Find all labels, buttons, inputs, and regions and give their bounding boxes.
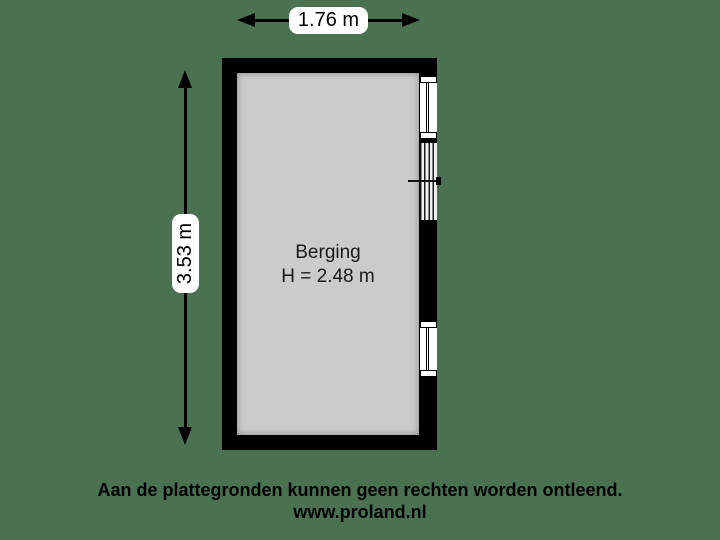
window-glass-lines — [426, 327, 429, 371]
footer-disclaimer: Aan de plattegronden kunnen geen rechten… — [97, 480, 623, 500]
window-glass-lines — [426, 82, 429, 133]
window-top — [420, 75, 437, 140]
width-dimension-text: 1.76 m — [297, 9, 360, 31]
window-frame-cap — [420, 132, 437, 139]
room-label: Berging H = 2.48 m — [237, 241, 419, 289]
footer-website: www.proland.nl — [293, 502, 427, 522]
width-dimension-label: 1.76 m — [289, 7, 368, 34]
arrow-left-icon — [237, 13, 255, 27]
room-name: Berging — [295, 242, 361, 263]
window-frame-cap — [420, 370, 437, 377]
door-handle-knob — [436, 177, 441, 185]
door-handle-line — [408, 180, 441, 182]
arrow-down-icon — [178, 427, 192, 445]
room-ceiling-height: H = 2.48 m — [281, 266, 375, 287]
height-dimension-label: 3.53 m — [172, 214, 199, 293]
height-dimension-text: 3.53 m — [174, 222, 196, 285]
arrow-right-icon — [402, 13, 420, 27]
arrow-up-icon — [178, 70, 192, 88]
room-floor — [237, 73, 419, 435]
window-bottom — [420, 320, 437, 378]
